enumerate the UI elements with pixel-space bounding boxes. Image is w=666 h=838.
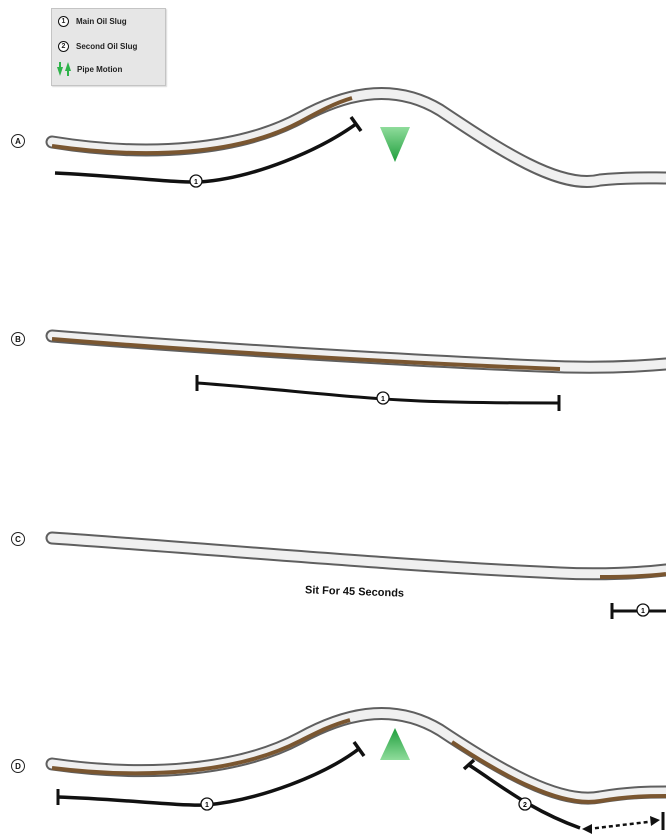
main-slug-number-icon: 1	[58, 16, 69, 27]
panel-label-b: B	[11, 332, 25, 346]
legend-pipe-motion-label: Pipe Motion	[77, 65, 122, 74]
slug-growth-dashed-arrow	[588, 821, 656, 829]
panel-label-c: C	[11, 532, 25, 546]
pipe-motion-down-arrow	[380, 127, 410, 162]
pipe-motion-up-arrow	[380, 728, 410, 760]
slug-marker-b-text: 1	[381, 396, 385, 403]
pipe-d	[52, 714, 666, 799]
legend-item-main-slug: 1 Main Oil Slug	[58, 16, 127, 27]
slug-extent-d-main	[58, 748, 360, 805]
slug-marker-a-text: 1	[194, 179, 198, 186]
legend-second-slug-label: Second Oil Slug	[76, 42, 137, 51]
panel-label-d: D	[11, 759, 25, 773]
slug-extent-cap-a	[351, 117, 361, 131]
dashed-arrow-head-left	[582, 824, 592, 834]
legend: 1 Main Oil Slug 2 Second Oil Slug Pipe M…	[51, 8, 166, 86]
panel-label-a: A	[11, 134, 25, 148]
legend-item-second-slug: 2 Second Oil Slug	[58, 41, 137, 52]
pipe-a	[52, 94, 666, 182]
slug-marker-d-second-text: 2	[523, 802, 527, 809]
panel-c: 1	[52, 538, 666, 619]
legend-main-slug-label: Main Oil Slug	[76, 17, 127, 26]
panel-b: 1	[52, 336, 666, 411]
pipe-b	[52, 336, 666, 367]
second-slug-number-icon: 2	[58, 41, 69, 52]
panel-d: 1 2	[52, 714, 666, 834]
slug-marker-d-main-text: 1	[205, 802, 209, 809]
slug-marker-c-text: 1	[641, 608, 645, 615]
pipe-c	[52, 538, 666, 574]
dashed-arrow-head-right	[650, 816, 660, 826]
legend-item-pipe-motion: Pipe Motion	[55, 61, 122, 77]
up-down-arrows-icon	[55, 61, 73, 77]
panel-a: 1	[52, 94, 666, 187]
slug-extent-cap-d-main	[354, 742, 364, 756]
